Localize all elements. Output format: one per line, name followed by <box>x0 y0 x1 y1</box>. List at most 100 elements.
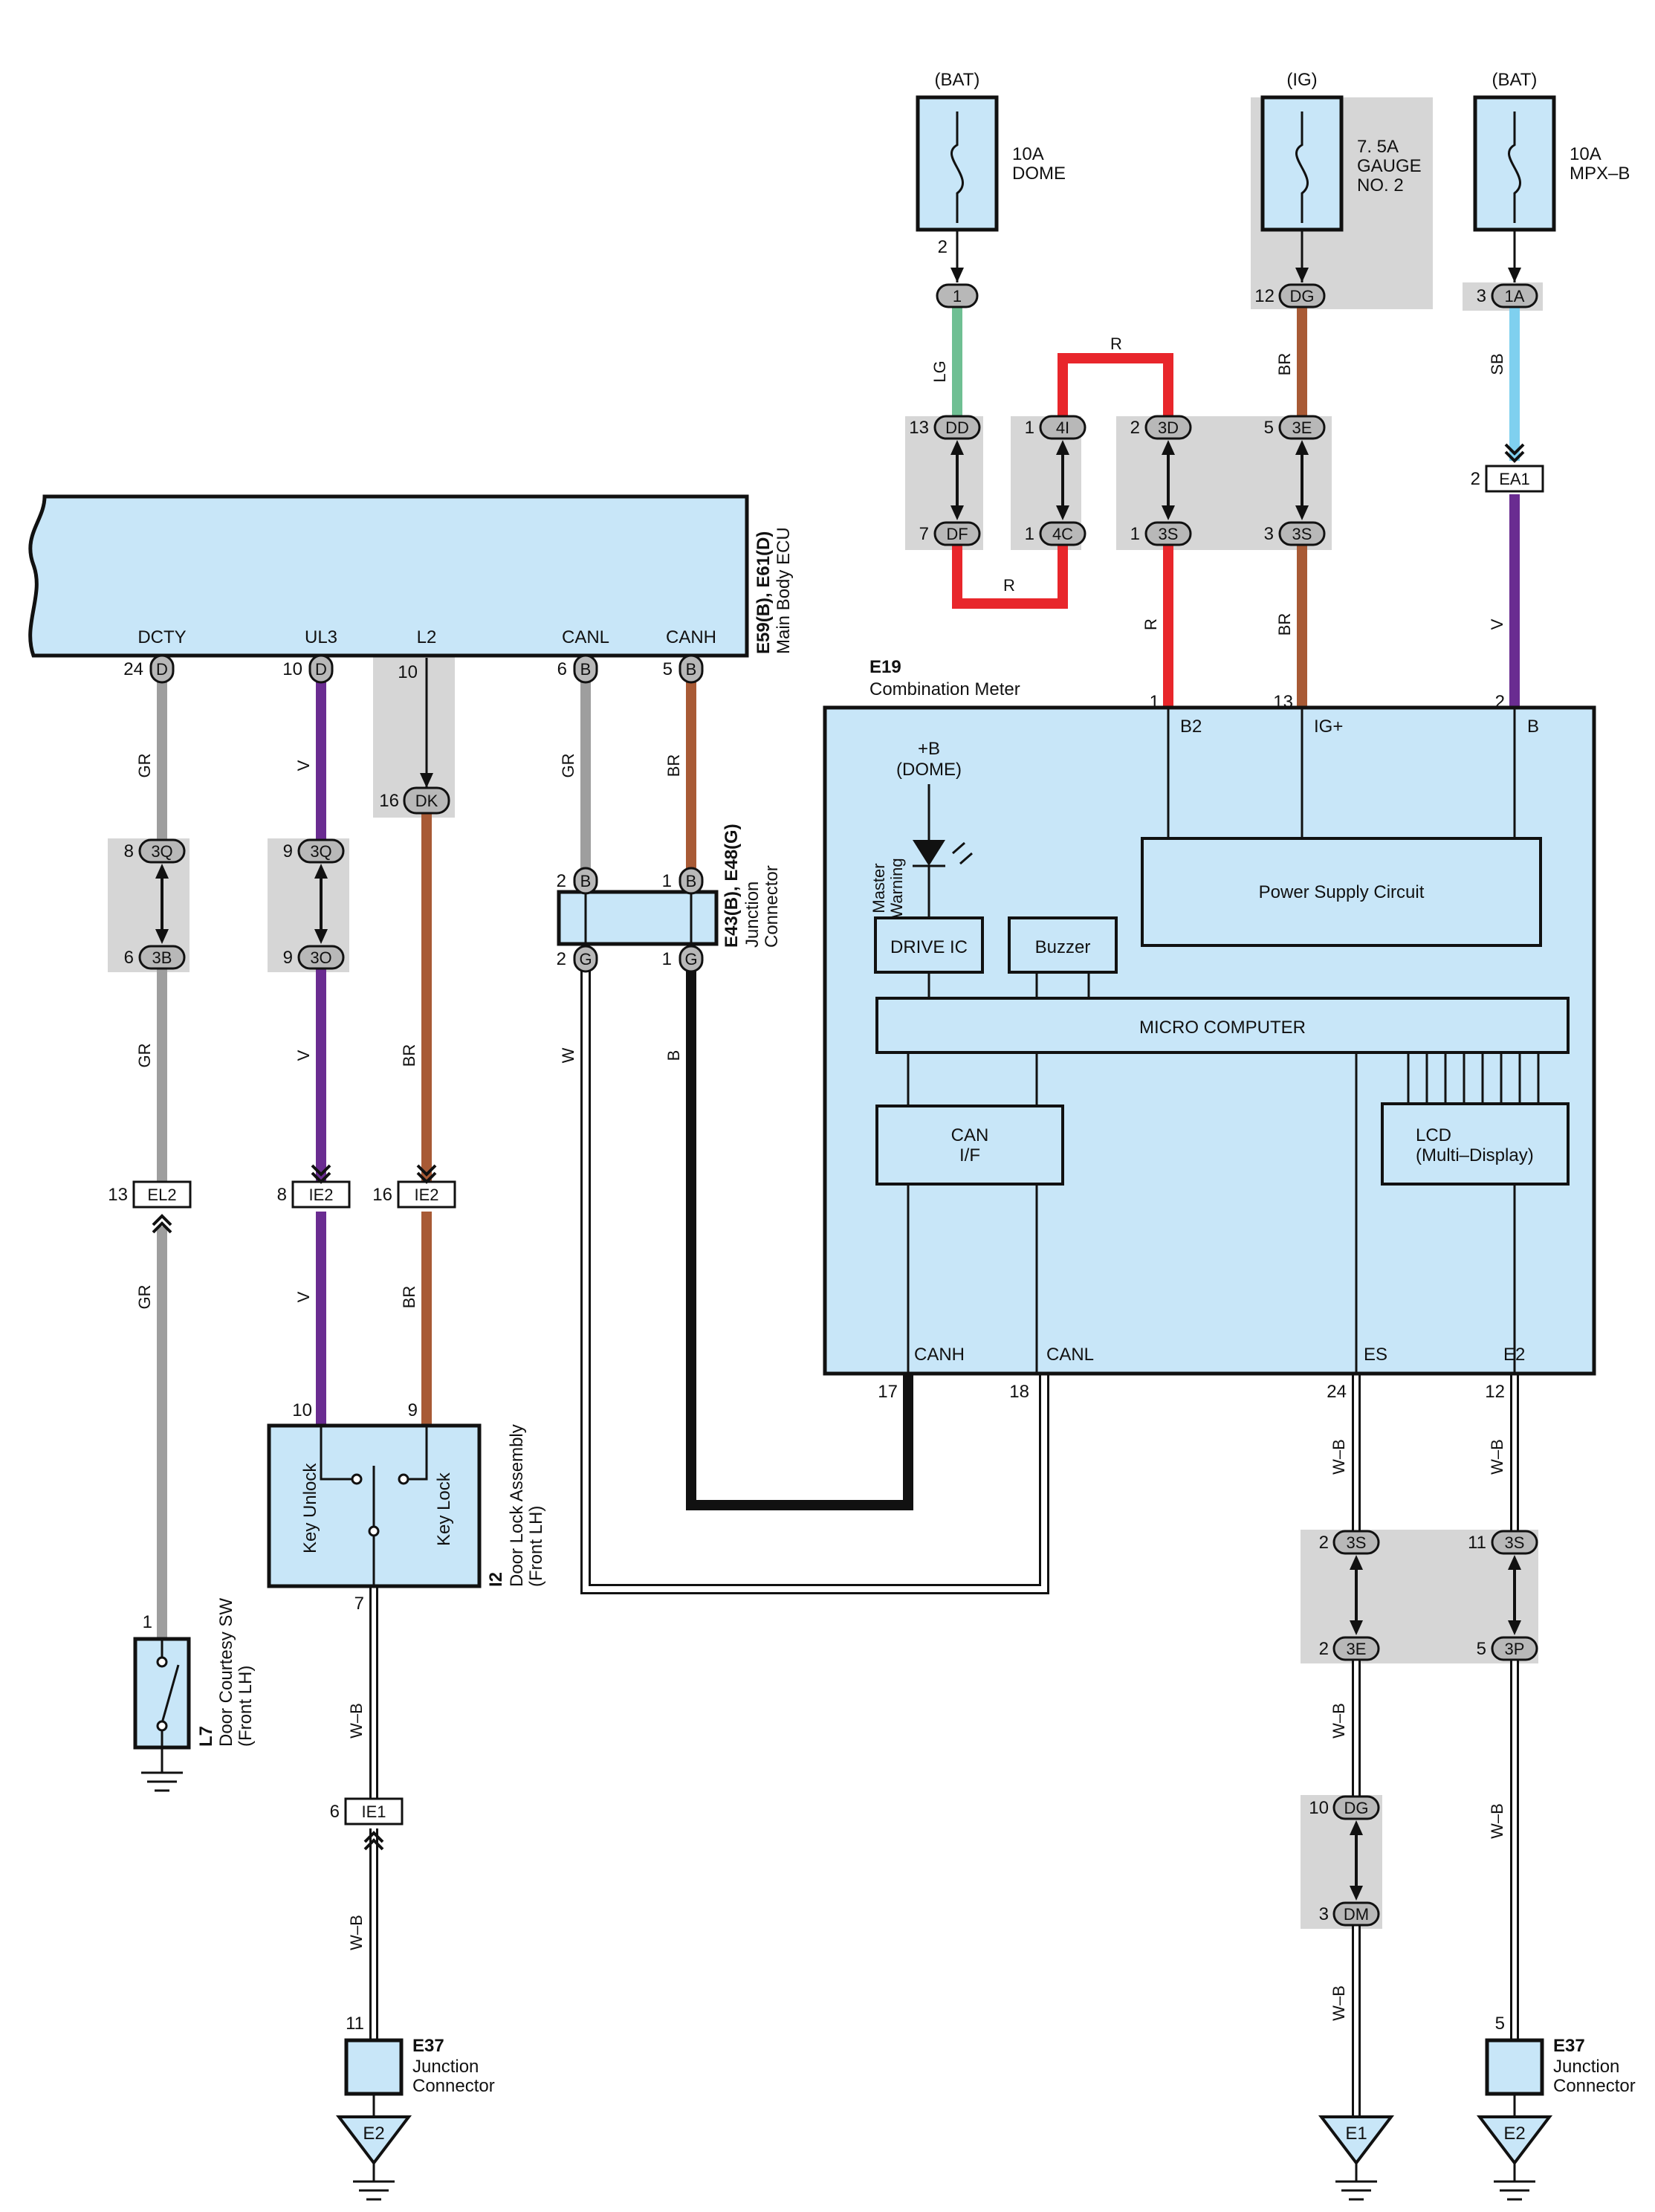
svg-text:7: 7 <box>354 1594 364 1614</box>
svg-text:E37: E37 <box>1553 2036 1585 2056</box>
svg-text:IE1: IE1 <box>361 1802 386 1821</box>
ecu-pin-label: DCTY <box>137 627 186 647</box>
combination-meter: E19 Combination Meter Power Supply Circu… <box>823 657 1596 1402</box>
svg-text:1: 1 <box>1025 524 1034 544</box>
svg-text:6: 6 <box>124 948 134 968</box>
lcd-display <box>1381 1102 1570 1186</box>
warning-led-icon <box>913 840 945 866</box>
svg-text:MasterWarning: MasterWarning <box>869 858 906 918</box>
svg-text:DM: DM <box>1344 1905 1369 1924</box>
svg-text:5: 5 <box>1264 418 1274 438</box>
door-lock-assembly: Key Unlock Key Lock 10 9 7 I2 Door Lock … <box>267 1400 546 1614</box>
svg-text:G: G <box>579 950 592 968</box>
buzzer <box>1008 916 1118 974</box>
svg-text:DG: DG <box>1344 1799 1369 1817</box>
svg-text:BR: BR <box>400 1044 418 1067</box>
svg-text:BR: BR <box>1275 353 1294 376</box>
svg-text:D: D <box>315 660 327 679</box>
svg-text:10: 10 <box>1309 1798 1329 1818</box>
svg-text:I2: I2 <box>486 1572 506 1587</box>
svg-text:3P: 3P <box>1505 1640 1525 1658</box>
svg-text:L7: L7 <box>196 1726 216 1747</box>
svg-text:3: 3 <box>1319 1904 1329 1924</box>
svg-text:W: W <box>559 1047 577 1063</box>
svg-text:R: R <box>1110 334 1122 353</box>
svg-text:2: 2 <box>1319 1533 1329 1553</box>
svg-text:10: 10 <box>398 662 418 682</box>
svg-text:DF: DF <box>946 525 968 543</box>
svg-text:LCD(Multi–Display): LCD(Multi–Display) <box>1416 1125 1534 1165</box>
svg-text:9: 9 <box>408 1400 418 1420</box>
ecu-name: Main Body ECU <box>774 527 794 654</box>
svg-text:Door Courtesy SW(Front LH): Door Courtesy SW(Front LH) <box>216 1598 256 1747</box>
svg-text:E43(B), E48(G): E43(B), E48(G) <box>722 824 742 948</box>
svg-text:GR: GR <box>135 1285 154 1310</box>
svg-text:LG: LG <box>930 360 949 382</box>
svg-text:G: G <box>684 950 697 968</box>
svg-text:W–B: W–B <box>1329 1985 1348 2021</box>
svg-text:EA1: EA1 <box>1499 470 1530 488</box>
svg-text:16: 16 <box>379 791 399 811</box>
svg-text:2: 2 <box>1130 418 1140 438</box>
svg-text:10: 10 <box>282 659 302 679</box>
svg-text:2: 2 <box>557 949 566 969</box>
svg-text:B: B <box>686 872 697 890</box>
svg-text:D: D <box>156 660 168 679</box>
svg-text:B: B <box>1527 717 1539 737</box>
svg-text:6: 6 <box>557 659 567 679</box>
svg-text:3S: 3S <box>1292 525 1312 543</box>
svg-text:12: 12 <box>1254 286 1275 306</box>
svg-text:4I: 4I <box>1056 418 1069 437</box>
svg-text:1A: 1A <box>1505 287 1525 305</box>
svg-text:SB: SB <box>1488 353 1506 375</box>
svg-text:CANH: CANH <box>666 627 716 647</box>
svg-text:17: 17 <box>878 1382 898 1402</box>
svg-text:5: 5 <box>1477 1639 1486 1659</box>
ground-e1: E1 <box>1318 2115 1395 2201</box>
svg-text:4C: 4C <box>1052 525 1073 543</box>
svg-text:9: 9 <box>283 948 293 968</box>
svg-text:1: 1 <box>953 287 962 305</box>
ground-e2-left: E2 <box>335 2115 412 2201</box>
svg-text:B: B <box>664 1050 683 1061</box>
supply-label: (IG) <box>1286 70 1317 90</box>
svg-text:IG+: IG+ <box>1314 717 1343 737</box>
svg-text:B: B <box>686 660 697 679</box>
svg-text:3: 3 <box>1264 524 1274 544</box>
svg-text:3S: 3S <box>1159 525 1179 543</box>
svg-text:W–B: W–B <box>347 1703 366 1739</box>
svg-text:BR: BR <box>664 754 683 777</box>
svg-text:8: 8 <box>124 841 134 861</box>
svg-text:1: 1 <box>662 871 672 891</box>
supply-label: (BAT) <box>935 70 980 90</box>
svg-text:18: 18 <box>1009 1382 1029 1402</box>
svg-text:3S: 3S <box>1505 1533 1525 1552</box>
svg-text:13: 13 <box>909 418 929 438</box>
svg-text:8: 8 <box>277 1185 287 1205</box>
micro-computer <box>875 997 1570 1054</box>
can-if <box>875 1105 1064 1186</box>
svg-text:CANL: CANL <box>1046 1345 1094 1365</box>
svg-text:13: 13 <box>1273 692 1293 712</box>
svg-text:DG: DG <box>1290 287 1315 305</box>
svg-text:CANL: CANL <box>562 627 609 647</box>
svg-text:Key Lock: Key Lock <box>434 1472 454 1546</box>
svg-text:E2: E2 <box>363 2124 384 2144</box>
svg-text:5: 5 <box>1495 2014 1505 2034</box>
svg-text:UL3: UL3 <box>305 627 337 647</box>
svg-text:V: V <box>294 1291 313 1302</box>
svg-text:3Q: 3Q <box>151 842 172 861</box>
svg-text:16: 16 <box>372 1185 392 1205</box>
svg-text:3B: 3B <box>152 948 172 967</box>
svg-text:E37: E37 <box>412 2036 444 2056</box>
svg-text:9: 9 <box>283 841 293 861</box>
svg-text:3E: 3E <box>1292 418 1312 437</box>
junction-connector-e43: E43(B), E48(G) JunctionConnector <box>557 824 782 959</box>
supply-label: (BAT) <box>1492 70 1538 90</box>
